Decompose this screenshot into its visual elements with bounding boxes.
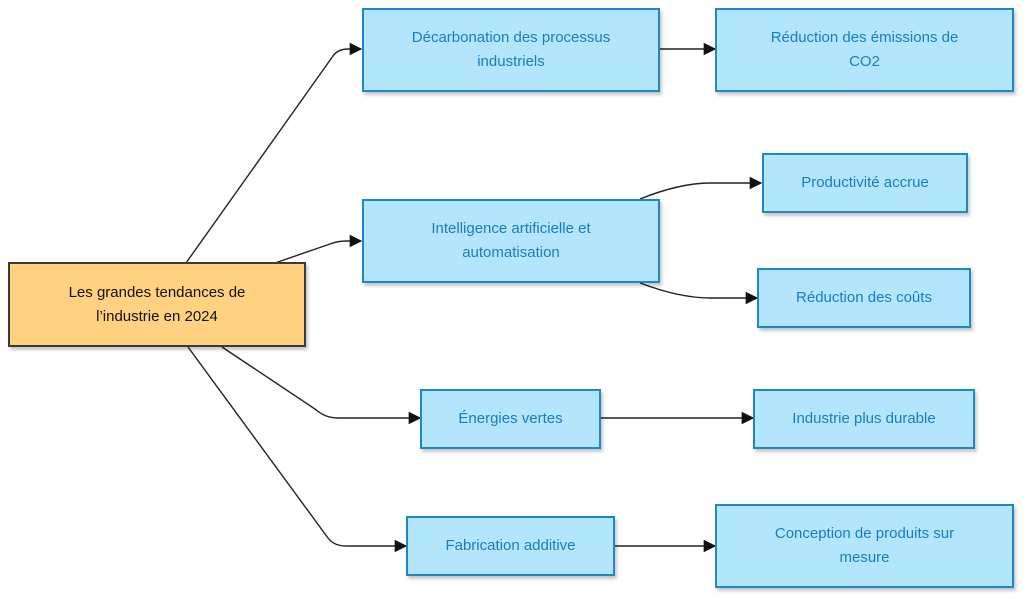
- edge-root-n1: [185, 42, 363, 264]
- node-label: Intelligence artificielle et automatisat…: [431, 220, 591, 261]
- node-label: Énergies vertes: [458, 410, 563, 427]
- node-industrie-durable[interactable]: Industrie plus durable: [753, 389, 975, 449]
- node-label: Industrie plus durable: [792, 410, 936, 427]
- node-energies-vertes[interactable]: Énergies vertes: [420, 389, 601, 449]
- node-reduction-couts[interactable]: Réduction des coûts: [757, 268, 971, 328]
- edge-n2-n2b: [639, 282, 759, 305]
- node-fabrication-additive[interactable]: Fabrication additive: [406, 516, 615, 576]
- node-conception-produits[interactable]: Conception de produits sur mesure: [715, 504, 1014, 588]
- edge-root-n2: [274, 234, 363, 264]
- node-label: Réduction des émissions de CO2: [770, 29, 959, 70]
- node-label: Décarbonation des processus industriels: [411, 29, 611, 70]
- node-label: Réduction des coûts: [796, 289, 932, 306]
- node-label: Conception de produits sur mesure: [774, 525, 955, 566]
- edge-root-n4: [187, 346, 408, 553]
- node-label: Productivité accrue: [801, 174, 929, 191]
- node-reduction-emissions[interactable]: Réduction des émissions de CO2: [715, 8, 1014, 92]
- root-node[interactable]: Les grandes tendances de l’industrie en …: [8, 262, 306, 347]
- node-intelligence-artificielle[interactable]: Intelligence artificielle et automatisat…: [362, 199, 660, 283]
- root-node-label: Les grandes tendances de l’industrie en …: [68, 283, 246, 325]
- node-productivite[interactable]: Productivité accrue: [762, 153, 968, 213]
- edge-n2-n2a: [639, 176, 763, 200]
- edge-root-n3: [221, 346, 422, 425]
- node-decarbonation[interactable]: Décarbonation des processus industriels: [362, 8, 660, 92]
- node-label: Fabrication additive: [445, 537, 576, 554]
